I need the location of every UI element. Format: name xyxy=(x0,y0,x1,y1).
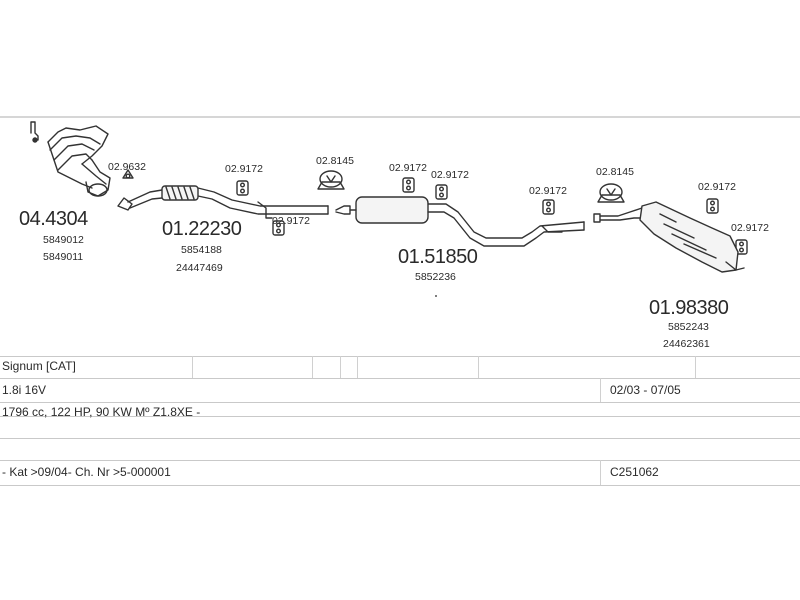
catalog-number: C251062 xyxy=(610,465,659,479)
table-divider xyxy=(0,460,800,461)
clamp-2-label: 02.8145 xyxy=(596,166,634,178)
table-divider xyxy=(0,402,800,403)
hanger-2-label: 02.9172 xyxy=(272,215,310,227)
gasket-icon xyxy=(122,169,134,179)
hanger-icon-1 xyxy=(236,180,249,196)
table-divider xyxy=(695,356,696,378)
hanger-icon-6 xyxy=(706,198,719,214)
table-divider xyxy=(478,356,479,378)
vehicle-specs: 1796 cc, 122 HP, 90 KW Mº Z1.8XE - xyxy=(2,405,201,419)
part-code-rear-silencer: 01.98380 xyxy=(649,297,729,319)
table-divider xyxy=(312,356,313,378)
part-code-front-pipe: 01.22230 xyxy=(162,218,242,240)
hanger-icon-3 xyxy=(402,177,415,193)
hanger-icon-4 xyxy=(435,184,448,200)
table-divider xyxy=(357,356,358,378)
part-ref: 24447469 xyxy=(176,262,223,274)
hanger-icon-2 xyxy=(272,220,285,236)
table-divider xyxy=(0,378,800,379)
front-pipe-icon xyxy=(117,185,329,219)
hanger-3-label: 02.9172 xyxy=(389,162,427,174)
table-divider xyxy=(0,356,800,357)
part-ref: 5852236 xyxy=(415,271,456,283)
clamp-1-label: 02.8145 xyxy=(316,155,354,167)
vehicle-model: Signum [CAT] xyxy=(2,359,76,373)
hanger-4-label: 02.9172 xyxy=(431,169,469,181)
part-ref: 5849012 xyxy=(43,234,84,246)
clamp-icon-1 xyxy=(317,170,345,190)
table-divider xyxy=(0,416,800,417)
table-divider xyxy=(600,460,601,485)
vehicle-engine: 1.8i 16V xyxy=(2,383,47,397)
hanger-icon-5 xyxy=(542,199,555,215)
part-ref: 5854188 xyxy=(181,244,222,256)
lambda-sensor-icon xyxy=(30,121,39,143)
rear-silencer-icon xyxy=(593,201,745,273)
hanger-6-label: 02.9172 xyxy=(698,181,736,193)
center-silencer-icon xyxy=(335,196,585,247)
vehicle-period: 02/03 - 07/05 xyxy=(610,383,681,397)
table-divider xyxy=(600,378,601,402)
clamp-icon-2 xyxy=(597,183,625,203)
table-divider xyxy=(192,356,193,378)
part-ref: 5852243 xyxy=(668,321,709,333)
part-code-center-silencer: 01.51850 xyxy=(398,246,478,268)
vehicle-note: - Kat >09/04- Ch. Nr >5-000001 xyxy=(2,465,171,479)
part-ref: 24462361 xyxy=(663,338,710,350)
table-divider xyxy=(0,485,800,486)
table-divider xyxy=(340,356,341,378)
exhaust-manifold-icon xyxy=(47,125,111,197)
gasket-1-label: 02.9632 xyxy=(108,161,146,173)
hanger-1-label: 02.9172 xyxy=(225,163,263,175)
part-code-manifold: 04.4304 xyxy=(19,208,88,230)
hanger-5-label: 02.9172 xyxy=(529,185,567,197)
table-divider xyxy=(0,438,800,439)
part-ref: 5849011 xyxy=(43,251,84,263)
hanger-7-label: 02.9172 xyxy=(731,222,769,234)
